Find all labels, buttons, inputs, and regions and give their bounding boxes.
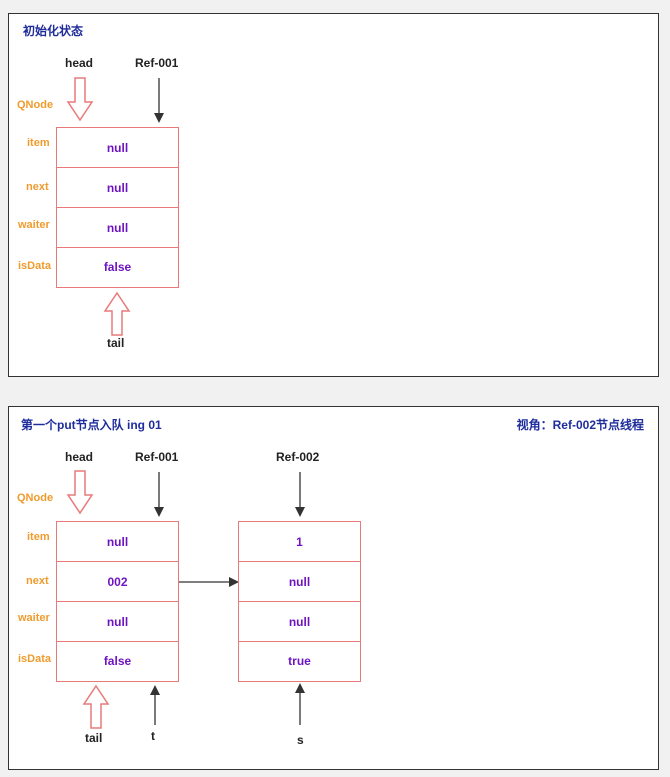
isdata-value: false (103, 654, 132, 668)
ref-001-label: Ref-001 (135, 450, 179, 464)
next-field-label: next (26, 575, 49, 587)
isdata-field-label: isData (18, 653, 52, 665)
ref-001-pointer-arrow-icon (154, 472, 164, 517)
next-value: 002 (57, 562, 178, 602)
head-pointer-arrow-icon (66, 470, 94, 515)
item-value: null (57, 522, 178, 562)
panel-title: 初始化状态 (23, 24, 84, 38)
t-pointer-arrow-icon (150, 685, 160, 725)
panel-initial-state: 初始化状态 head Ref-001 QNode item next waite… (8, 13, 659, 377)
item-field-label: item (27, 137, 50, 149)
next-field-label: next (26, 181, 49, 193)
ref-001-pointer-arrow-icon (154, 78, 164, 123)
s-pointer-arrow-icon (295, 683, 305, 725)
next-link-arrow-icon (179, 577, 239, 587)
s-label: s (297, 733, 304, 747)
tail-label: tail (85, 731, 103, 745)
panel-first-put-enqueue: 第一个put节点入队 ing 01 视角：Ref-002节点线程 head Re… (8, 406, 659, 770)
item-field-label: item (27, 531, 50, 543)
t-label: t (151, 729, 155, 743)
head-pointer-arrow-icon (66, 77, 94, 122)
waiter-value: null (57, 602, 178, 642)
perspective-label: 视角：Ref-002节点线程 (516, 418, 644, 432)
head-label: head (65, 56, 94, 70)
qnode-label: QNode (17, 492, 54, 504)
qnode-ref-002: 1 null null true (238, 521, 361, 682)
tail-pointer-arrow-icon (103, 291, 131, 336)
ref-002-pointer-arrow-icon (295, 472, 305, 517)
waiter-field-label: waiter (18, 612, 50, 624)
next-value: null (239, 562, 360, 602)
isdata-field-label: isData (18, 260, 52, 272)
isdata-value: true (288, 654, 311, 668)
ref-002-label: Ref-002 (276, 450, 320, 464)
qnode-ref-001: null 002 null false (56, 521, 179, 682)
panel-title: 第一个put节点入队 ing 01 (21, 418, 162, 432)
qnode-ref-001: null null null false (56, 127, 179, 288)
waiter-value: null (57, 208, 178, 248)
item-value: null (57, 128, 178, 168)
ref-001-label: Ref-001 (135, 56, 179, 70)
tail-pointer-arrow-icon (82, 684, 110, 729)
qnode-label: QNode (17, 99, 54, 111)
tail-label: tail (107, 336, 125, 350)
waiter-value: null (239, 602, 360, 642)
head-label: head (65, 450, 94, 464)
isdata-value: false (103, 260, 132, 274)
item-value: 1 (239, 522, 360, 562)
waiter-field-label: waiter (18, 219, 50, 231)
next-value: null (57, 168, 178, 208)
